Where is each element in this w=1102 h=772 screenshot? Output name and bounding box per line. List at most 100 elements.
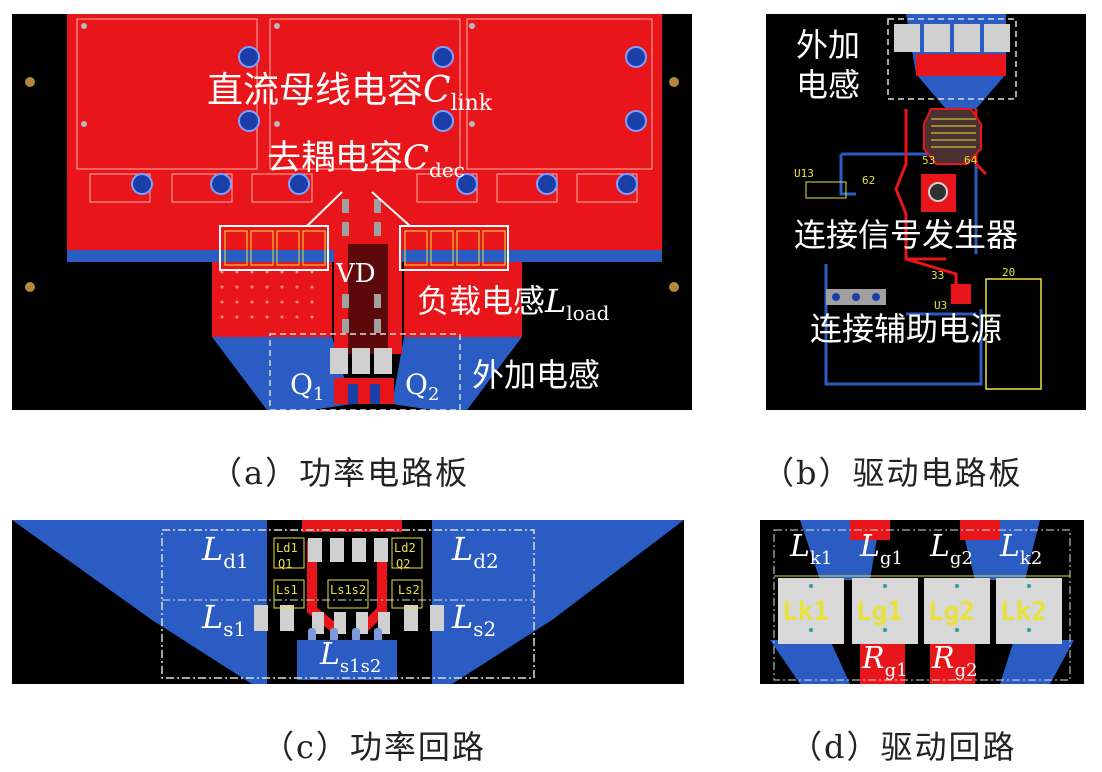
silk-62: 62 <box>862 174 875 187</box>
bottom-copper-right <box>392 337 522 410</box>
panel-b-driver-board: U13 62 53 64 33 20 U3 外加 电感 连接信号发生器 连接辅助… <box>766 14 1086 410</box>
panel-d-driver-loop: Lk1 Lg1 Lg2 Lk2 Lk1 Lg1 Lg2 Lk2 Rg1 Rg2 <box>760 520 1084 684</box>
signal-generator-label: 连接信号发生器 <box>794 216 1018 254</box>
rg2-pad <box>930 640 975 684</box>
power-loop-top-trace <box>302 520 402 532</box>
lk1-label: Lk1 <box>789 529 832 569</box>
external-inductor-label: 外加电感 <box>472 356 600 394</box>
q1-label: Q1 <box>290 368 324 405</box>
load-inductor-dot-pattern <box>220 270 314 319</box>
aux-power-module <box>985 278 1042 390</box>
cdec-arrow-left <box>306 191 343 227</box>
load-inductor-pad-right <box>404 262 522 337</box>
caption-c: （c）功率回路 <box>262 728 486 766</box>
center-pads <box>342 199 381 333</box>
ls2-label: Ls2 <box>451 598 496 641</box>
capacitor-outline-1 <box>76 18 258 170</box>
mount-hole-right-2 <box>669 282 679 292</box>
driver-traces-blue <box>824 152 983 386</box>
capacitor-outline-2 <box>269 18 461 170</box>
decoupling-box-right <box>399 225 509 271</box>
lg1-label: Lg1 <box>859 529 903 569</box>
silk-64: 64 <box>964 154 978 167</box>
mount-hole-left-2 <box>25 282 35 292</box>
silk-u3: U3 <box>934 299 947 312</box>
center-gap <box>348 244 388 354</box>
power-loop-dash-outer <box>161 529 535 679</box>
transistor-pads <box>330 348 394 404</box>
driver-loop-inductor-blocks <box>778 578 1062 644</box>
aux-power-pin-3 <box>872 293 880 301</box>
caption-a: （a）功率电路板 <box>210 454 470 492</box>
box-lg2: Lg2 <box>928 597 975 627</box>
box-lg1: Lg1 <box>856 597 903 627</box>
dc-link-label: 直流母线电容Clink <box>207 70 493 116</box>
silk-53: 53 <box>922 154 935 167</box>
silk-u13: U13 <box>794 167 814 180</box>
silk-20: 20 <box>1002 266 1015 279</box>
driver-loop-layout: Lk1 Lg1 Lg2 Lk2 Lk1 Lg1 Lg2 Lk2 Rg1 Rg2 <box>770 520 1074 684</box>
driver-loop-copper-bl <box>770 640 850 684</box>
silk-ls2: Ls2 <box>398 583 420 597</box>
silk-ls1: Ls1 <box>276 583 298 597</box>
cdec-arrow-right <box>371 191 411 227</box>
aux-power-chip <box>951 284 971 304</box>
decoupling-label: 去耦电容Cdec <box>267 138 465 182</box>
driver-loop-copper-br <box>1000 640 1074 684</box>
silk-ls1s2: Ls1s2 <box>330 583 366 597</box>
driver-board-layout: U13 62 53 64 33 20 U3 外加 电感 连接信号发生器 连接辅助… <box>794 14 1042 390</box>
load-inductor-pad-left <box>212 262 332 337</box>
bottom-copper-left <box>212 337 352 410</box>
lk2-label: Lk2 <box>999 529 1042 569</box>
driver-inductor-pads <box>894 24 1010 76</box>
capacitor-outline-3 <box>466 18 653 170</box>
caption-d: （d）驱动回路 <box>790 728 1017 766</box>
external-inductor-box <box>269 333 461 410</box>
ls1s2-label: Ls1s2 <box>319 637 381 677</box>
mount-hole-left <box>25 77 35 87</box>
panel-a-power-board: 直流母线电容Clink 去耦电容Cdec VD 负载电感Lload 外加电感 Q… <box>12 14 692 410</box>
aux-power-label: 连接辅助电源 <box>810 310 1002 348</box>
aux-power-pin-2 <box>852 293 860 301</box>
rg2-label: Rg2 <box>931 641 978 681</box>
driver-loop-red-top-2 <box>960 520 1000 540</box>
power-board-layout: 直流母线电容Clink 去耦电容Cdec VD 负载电感Lload 外加电感 Q… <box>25 14 679 410</box>
power-loop-trace-left <box>307 540 341 634</box>
signal-connector-pin <box>928 182 948 202</box>
power-loop-bottom-pad <box>297 640 397 680</box>
power-loop-silk <box>273 537 423 609</box>
decoupling-caps-silk <box>224 230 506 266</box>
ls1-label: Ls1 <box>201 598 246 641</box>
driver-external-inductor-label-1: 外加 <box>796 26 860 64</box>
silk-q1: Q1 <box>278 557 292 571</box>
caption-b: （b）驱动电路板 <box>762 454 1023 492</box>
driver-loop-block-dots <box>809 584 1031 632</box>
power-loop-copper-left <box>12 520 317 684</box>
driver-ic-outline <box>923 108 982 165</box>
power-loop-layout: Ld1 Q1 Ld2 Q2 Ls1 Ls2 Ls1s2 Ld1 Ld2 Ls1 … <box>12 520 684 684</box>
silk-q2: Q2 <box>396 557 410 571</box>
u13-outline <box>805 181 847 199</box>
ld1-label: Ld1 <box>201 530 249 573</box>
box-lk1: Lk1 <box>782 597 829 627</box>
driver-external-inductor-label-2: 电感 <box>796 66 860 104</box>
power-loop-trace-right <box>358 540 387 634</box>
aux-power-pin-1 <box>832 293 840 301</box>
driver-external-inductor-box <box>887 18 1017 100</box>
decoupling-box-left <box>219 225 329 271</box>
lg2-label: Lg2 <box>929 529 973 569</box>
capacitor-pads <box>81 23 475 127</box>
driver-loop-dash-outer <box>773 529 1071 681</box>
box-lk2: Lk2 <box>1000 597 1047 627</box>
rg1-pad <box>860 640 905 684</box>
ld2-label: Ld2 <box>451 530 499 573</box>
q2-label: Q2 <box>405 368 439 405</box>
silk-ld2: Ld2 <box>394 541 416 555</box>
load-inductor-label: 负载电感Lload <box>417 282 610 325</box>
power-loop-pads <box>254 538 444 634</box>
mount-hole-right <box>669 77 679 87</box>
silk-33: 33 <box>931 269 944 282</box>
driver-ic-hatch <box>931 118 976 148</box>
power-loop-copper-right <box>387 520 684 684</box>
via-array <box>131 46 647 195</box>
